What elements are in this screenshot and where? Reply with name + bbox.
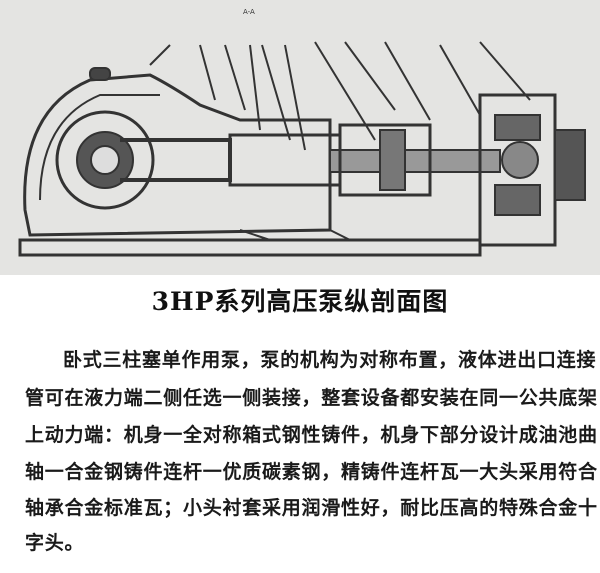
paragraph-line: 字头。 xyxy=(25,532,85,554)
paragraph-line: 卧式三柱塞单作用泵，泵的机构为对称布置，液体进出口连接 xyxy=(63,349,597,371)
page-title: 3HP系列高压泵纵剖面图 xyxy=(151,287,449,316)
pump-cross-section-drawing: A-A xyxy=(0,0,600,275)
paragraph-line: 管可在液力端二侧任选一侧装接，整套设备都安装在同一公共底架 xyxy=(25,387,598,409)
paragraph-line: 轴一合金钢铸件连杆一优质碳素钢，精铸件连杆瓦一大头采用符合 xyxy=(25,461,598,483)
drawing-linework xyxy=(18,41,586,257)
paragraph-line: 轴承合金标准瓦；小头衬套采用润滑性好，耐比压高的特殊合金十 xyxy=(25,497,598,519)
section-label: A-A xyxy=(243,8,255,16)
paragraph-line: 上动力端：机身一全对称箱式钢性铸件，机身下部分设计成油池曲 xyxy=(25,424,598,446)
